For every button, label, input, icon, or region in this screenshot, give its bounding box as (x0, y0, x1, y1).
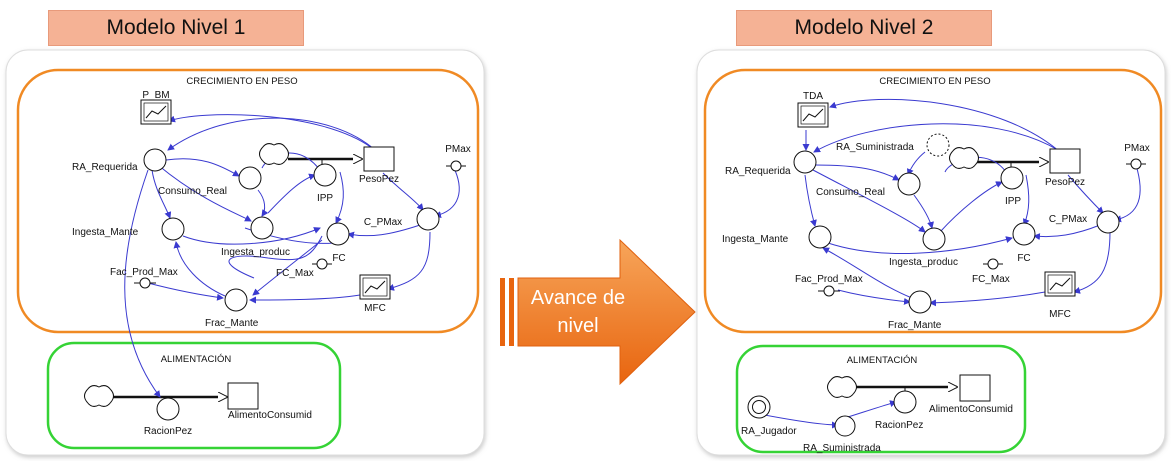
right-const-fac-prod-max (823, 285, 835, 297)
right-aux-ingesta-mante (808, 225, 832, 249)
right-growth-group (703, 68, 1163, 334)
left-aux-ra-requerida (143, 148, 167, 172)
right-aux-ipp (1000, 166, 1024, 190)
right-stock-pesopez (1049, 148, 1081, 174)
left-label-fac-prod-max: Fac_Prod_Max (110, 267, 178, 278)
right-label-c-pmax: C_PMax (1049, 214, 1087, 225)
right-model: CRECIMIENTO EN PESO ALIMENTACIÓN (696, 49, 1166, 456)
right-aux-c-pmax (1096, 210, 1120, 234)
left-label-ingesta-produc: Ingesta_produc (221, 247, 290, 258)
title-left: Modelo Nivel 1 (48, 10, 304, 46)
right-label-ipp: IPP (1005, 196, 1021, 207)
right-label-pesopez: PesoPez (1045, 177, 1085, 188)
arrow-label-line2: nivel (557, 315, 598, 337)
left-growth-group (16, 68, 480, 334)
right-label-ingesta-produc: Ingesta_produc (889, 257, 958, 268)
left-label-frac-mante: Frac_Mante (205, 318, 259, 329)
left-feed-title: ALIMENTACIÓN (161, 354, 232, 365)
right-label-ra-suministrada-ghost: RA_Suministrada (836, 142, 914, 153)
right-aux-consumo-real (897, 172, 921, 196)
left-label-alimento: AlimentoConsumid (228, 410, 312, 421)
right-label-pmax: PMax (1124, 143, 1150, 154)
left-label-ra-requerida: RA_Requerida (72, 162, 138, 173)
right-label-fac-prod-max: Fac_Prod_Max (795, 274, 863, 285)
right-aux-ra-requerida (793, 150, 817, 174)
right-label-ra-jugador: RA_Jugador (741, 426, 797, 437)
left-stock-alimento (227, 382, 259, 410)
right-aux-ra-suministrada (834, 415, 856, 437)
right-aux-ingesta-produc (922, 227, 946, 251)
right-aux-frac-mante (908, 290, 932, 314)
left-aux-ipp (313, 163, 337, 187)
left-label-pmax: PMax (445, 144, 471, 155)
left-const-fc-max (316, 258, 328, 270)
right-feed-group (735, 344, 1027, 454)
right-links (753, 98, 1141, 429)
left-label-consumo-real: Consumo_Real (158, 186, 227, 197)
level-arrow: Avance de nivel (500, 238, 696, 386)
right-aux-racionpez (893, 390, 917, 414)
right-graph-mfc (1044, 271, 1076, 297)
right-label-ra-suministrada: RA_Suministrada (803, 443, 881, 454)
left-const-pmax (450, 160, 462, 172)
left-label-ingesta-mante: Ingesta_Mante (72, 227, 139, 238)
right-feed-title: ALIMENTACIÓN (847, 355, 918, 366)
right-label-mfc: MFC (1049, 309, 1071, 320)
right-stock-alimento (959, 374, 991, 402)
left-label-c-pmax: C_PMax (364, 217, 402, 228)
left-aux-fc (326, 222, 350, 246)
left-label-pesopez: PesoPez (359, 174, 399, 185)
left-const-fac-prod-max (139, 277, 151, 289)
right-label-consumo-real: Consumo_Real (816, 187, 885, 198)
right-label-ingesta-mante: Ingesta_Mante (722, 234, 789, 245)
left-label-fc-max: FC_Max (276, 268, 314, 279)
left-label-racionpez: RacionPez (144, 426, 192, 437)
right-label-fc-max: FC_Max (972, 274, 1010, 285)
left-aux-c-pmax (416, 207, 440, 231)
right-cloud-source (949, 147, 979, 169)
left-aux-consumo-real (238, 166, 262, 190)
right-graph-tda (797, 102, 829, 128)
left-cloud-feed (84, 385, 114, 407)
left-cloud-source (259, 143, 289, 165)
right-const-pmax (1130, 158, 1142, 170)
left-growth-title: CRECIMIENTO EN PESO (186, 76, 297, 87)
left-label-pbm: P_BM (142, 90, 169, 101)
right-label-racionpez: RacionPez (875, 420, 923, 431)
left-label-ipp: IPP (317, 193, 333, 204)
right-cloud-feed (827, 376, 857, 398)
left-graph-pbm (140, 99, 172, 125)
left-stock-pesopez (363, 146, 395, 172)
right-const-fc-max (987, 258, 999, 270)
left-aux-racionpez (156, 397, 180, 421)
arrow-label-line1: Avance de (531, 287, 625, 309)
right-label-ra-requerida: RA_Requerida (725, 166, 791, 177)
right-label-frac-mante: Frac_Mante (888, 320, 942, 331)
left-aux-ingesta-mante (161, 217, 185, 241)
left-graph-mfc (359, 274, 391, 300)
right-ghost-ra-suministrada (926, 133, 950, 157)
right-aux-fc (1012, 222, 1036, 246)
left-label-mfc: MFC (364, 303, 386, 314)
right-growth-title: CRECIMIENTO EN PESO (879, 76, 990, 87)
left-feed-group (46, 341, 342, 450)
left-model: CRECIMIENTO EN PESO ALIMENTACIÓN (5, 49, 485, 456)
title-right: Modelo Nivel 2 (736, 10, 992, 46)
left-aux-frac-mante (224, 288, 248, 312)
right-label-tda: TDA (803, 91, 823, 102)
left-label-fc: FC (332, 253, 345, 264)
right-label-alimento: AlimentoConsumid (929, 404, 1013, 415)
right-label-fc: FC (1017, 253, 1030, 264)
right-const-ra-jugador (747, 395, 771, 419)
left-aux-ingesta-produc (250, 216, 274, 240)
